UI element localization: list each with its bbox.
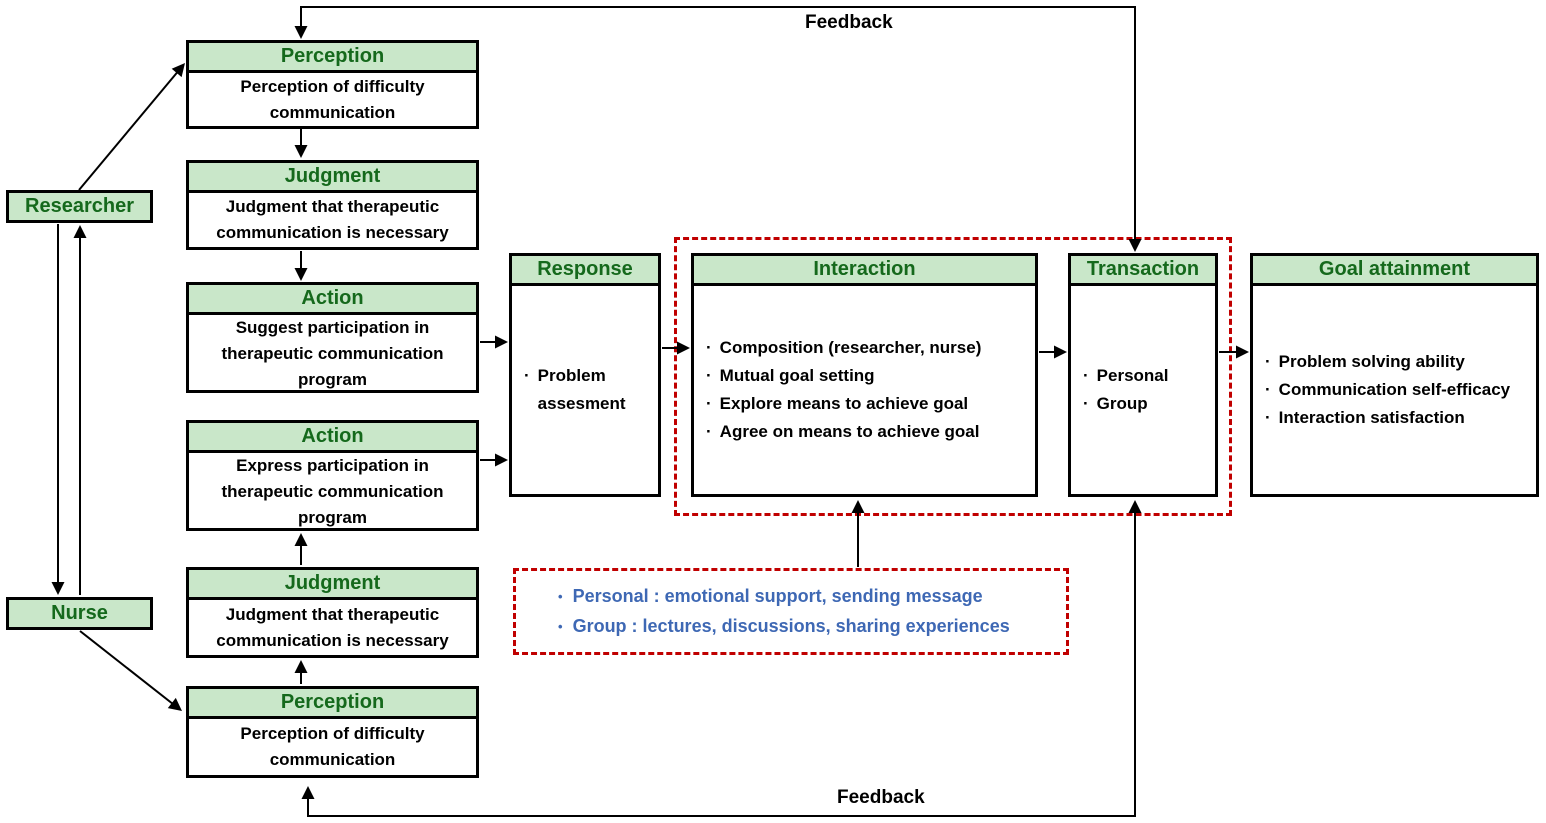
- list-item-text: Communication self-efficacy: [1278, 380, 1511, 399]
- box-title: Action: [189, 423, 476, 453]
- box-title: Goal attainment: [1253, 256, 1536, 286]
- bullet-icon: ·: [1265, 380, 1271, 399]
- arrowhead-down-icon: [51, 582, 65, 595]
- list-item-text: Personal: [1096, 366, 1169, 385]
- box-body-text: Perception of difficulty communication: [240, 724, 425, 769]
- legend-item: • Personal : emotional support, sending …: [558, 586, 1066, 607]
- list-item-text: Agree on means to achieve goal: [719, 422, 980, 441]
- bullet-icon: ·: [706, 338, 712, 357]
- arrow-action-nurse-to-response: [480, 453, 508, 467]
- box-action-researcher: Action Suggest participation in therapeu…: [186, 282, 479, 393]
- box-body-text: Judgment that therapeutic communication …: [216, 197, 449, 242]
- list-item: · Problem assesment: [524, 362, 652, 418]
- arrow-researcher-to-perception: [78, 63, 185, 191]
- box-response: Response · Problem assesment: [509, 253, 661, 497]
- list-item: · Agree on means to achieve goal: [706, 418, 979, 446]
- arrowhead-up-icon: [294, 660, 308, 673]
- box-body-text: Perception of difficulty communication: [240, 76, 425, 122]
- list-item: · Communication self-efficacy: [1265, 376, 1510, 404]
- box-title: Judgment: [189, 570, 476, 600]
- list-item: · Composition (researcher, nurse): [706, 334, 981, 362]
- arrowhead-right-icon: [495, 335, 508, 349]
- arrow-researcher-to-nurse: [51, 224, 65, 595]
- arrowhead-diagonal-icon: [167, 697, 182, 711]
- bullet-icon: •: [558, 619, 563, 634]
- arrowhead-down-icon: [294, 26, 308, 39]
- list-item-text: Problem solving ability: [1278, 352, 1465, 371]
- arrowhead-diagonal-icon: [171, 63, 185, 78]
- arrowhead-down-icon: [294, 145, 308, 158]
- list-item: · Explore means to achieve goal: [706, 390, 968, 418]
- legend-item-text: Group : lectures, discussions, sharing e…: [572, 616, 1010, 636]
- arrow-judgment-to-action-nurse: [294, 533, 308, 565]
- box-judgment-nurse: Judgment Judgment that therapeutic commu…: [186, 567, 479, 658]
- box-judgment-researcher: Judgment Judgment that therapeutic commu…: [186, 160, 479, 250]
- arrow-judgment-to-action-researcher: [294, 251, 308, 281]
- legend-item-text: Personal : emotional support, sending me…: [572, 586, 983, 606]
- list-item-text: Interaction satisfaction: [1278, 408, 1465, 427]
- list-item-text: Mutual goal setting: [719, 366, 875, 385]
- bullet-icon: ·: [706, 422, 712, 441]
- arrowhead-right-icon: [495, 453, 508, 467]
- box-body-text: Suggest participation in therapeutic com…: [221, 318, 444, 389]
- box-perception-nurse: Perception Perception of difficulty comm…: [186, 686, 479, 778]
- arrow-perception-to-judgment-nurse: [294, 660, 308, 684]
- list-item: · Problem solving ability: [1265, 348, 1465, 376]
- bullet-icon: ·: [706, 394, 712, 413]
- box-goal-attainment: Goal attainment · Problem solving abilit…: [1250, 253, 1539, 497]
- box-interaction: Interaction · Composition (researcher, n…: [691, 253, 1038, 497]
- box-title: Transaction: [1071, 256, 1215, 286]
- bullet-icon: ·: [1265, 352, 1271, 371]
- arrow-action-researcher-to-response: [480, 335, 508, 349]
- bullet-icon: ·: [1083, 366, 1089, 385]
- bullet-icon: •: [558, 589, 563, 604]
- feedback-label-bottom: Feedback: [837, 787, 925, 808]
- arrow-perception-to-judgment-researcher: [294, 129, 308, 158]
- arrowhead-up-icon: [294, 533, 308, 546]
- box-title: Action: [189, 285, 476, 315]
- box-action-nurse: Action Express participation in therapeu…: [186, 420, 479, 531]
- actor-nurse: Nurse: [6, 597, 153, 630]
- bullet-icon: ·: [524, 366, 530, 385]
- box-body-text: Judgment that therapeutic communication …: [216, 604, 449, 650]
- arrowhead-up-icon: [301, 786, 315, 799]
- arrowhead-down-icon: [294, 268, 308, 281]
- arrow-nurse-to-perception: [79, 630, 182, 711]
- bullet-icon: ·: [706, 366, 712, 385]
- arrow-nurse-to-researcher: [73, 225, 87, 595]
- actor-nurse-label: Nurse: [51, 602, 108, 624]
- list-item: · Interaction satisfaction: [1265, 404, 1465, 432]
- legend-item: • Group : lectures, discussions, sharing…: [558, 616, 1066, 637]
- list-item-text: Explore means to achieve goal: [719, 394, 969, 413]
- legend-box: • Personal : emotional support, sending …: [513, 568, 1069, 655]
- arrowhead-up-icon: [73, 225, 87, 238]
- box-title: Perception: [189, 689, 476, 719]
- box-title: Judgment: [189, 163, 476, 193]
- actor-researcher: Researcher: [6, 190, 153, 223]
- bullet-icon: ·: [1265, 408, 1271, 427]
- list-item: · Mutual goal setting: [706, 362, 875, 390]
- box-transaction: Transaction · Personal · Group: [1068, 253, 1218, 497]
- list-item: · Group: [1083, 390, 1148, 418]
- feedback-label-top: Feedback: [805, 12, 893, 33]
- box-title: Interaction: [694, 256, 1035, 286]
- box-title: Perception: [189, 43, 476, 73]
- bullet-icon: ·: [1083, 394, 1089, 413]
- actor-researcher-label: Researcher: [25, 195, 134, 217]
- box-title: Response: [512, 256, 658, 286]
- list-item-text: Group: [1096, 394, 1148, 413]
- box-perception-researcher: Perception Perception of difficulty comm…: [186, 40, 479, 129]
- list-item-text: Composition (researcher, nurse): [719, 338, 982, 357]
- arrowhead-right-icon: [1236, 345, 1249, 359]
- box-body-text: Express participation in therapeutic com…: [221, 456, 444, 527]
- list-item: · Personal: [1083, 362, 1168, 390]
- list-item-text: Problem assesment: [537, 366, 626, 413]
